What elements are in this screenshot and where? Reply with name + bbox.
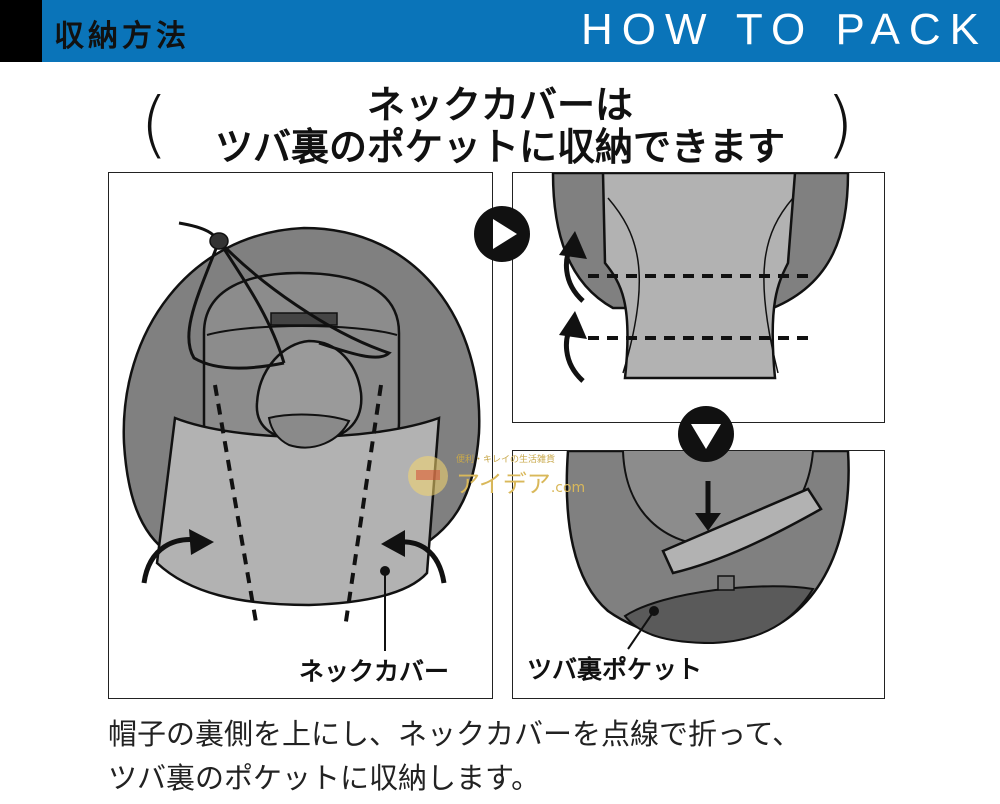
neck-cover-label: ネックカバー xyxy=(299,657,450,686)
down-circle-icon xyxy=(678,406,734,462)
lightbulb-logo-icon xyxy=(408,456,448,496)
header-accent-block xyxy=(0,0,42,62)
headline-line-2: ツバ裏のポケットに収納できます xyxy=(214,125,785,169)
brim-pocket-label: ツバ裏ポケット xyxy=(527,655,703,684)
step3-panel: ツバ裏ポケット xyxy=(512,450,885,699)
watermark-brand: アイデア.com xyxy=(456,470,586,498)
caption-line-1: 帽子の裏側を上にし、ネックカバーを点線で折って、 xyxy=(108,717,802,751)
headline-paren-open: ( xyxy=(140,82,169,166)
header-title-jp: 収納方法 xyxy=(54,19,190,54)
headline-paren-close: ) xyxy=(826,82,855,166)
headline-line-1: ネックカバーは xyxy=(366,83,633,127)
watermark: 便利・キレイの生活雑貨 アイデア.com xyxy=(404,448,604,504)
header-bar xyxy=(0,0,1000,62)
hat-underside-illustration xyxy=(122,221,481,651)
header-title-en: HOW TO PACK xyxy=(580,5,988,54)
step1-panel: ネックカバー xyxy=(108,172,493,699)
watermark-tagline: 便利・キレイの生活雑貨 xyxy=(456,455,556,465)
play-circle-icon xyxy=(474,206,530,262)
folded-neck-cover-illustration xyxy=(551,173,850,383)
caption-line-2: ツバ裏のポケットに収納します。 xyxy=(108,761,541,795)
step2-panel xyxy=(512,172,885,423)
brim-pocket-illustration xyxy=(565,451,850,650)
